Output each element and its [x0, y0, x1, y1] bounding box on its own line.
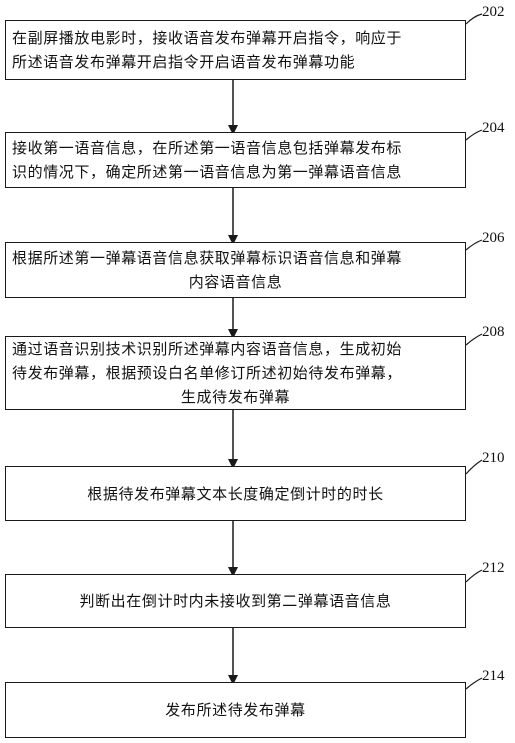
leader-212: [465, 569, 483, 583]
step-212-line-1: 判断出在倒计时内未接收到第二弹幕语音信息: [79, 592, 392, 610]
step-214-line-1: 发布所述待发布弹幕: [165, 701, 306, 719]
step-number-202: 202: [482, 4, 505, 20]
step-number-212: 212: [482, 560, 505, 576]
step-box-202: 在副屏播放电影时，接收语音发布弹幕开启指令，响应于 所述语音发布弹幕开启指令开启…: [5, 20, 466, 80]
step-text-214: 发布所述待发布弹幕: [12, 698, 459, 722]
step-204-line-1: 接收第一语音信息，在所述第一语音信息包括弹幕发布标: [12, 139, 403, 157]
step-box-206: 根据所述第一弹幕语音信息获取弹幕标识语音信息和弹幕 内容语音信息: [5, 242, 466, 298]
step-box-214: 发布所述待发布弹幕: [5, 682, 466, 738]
leader-202: [465, 13, 483, 25]
step-text-204: 接收第一语音信息，在所述第一语音信息包括弹幕发布标 识的情况下，确定所述第一语音…: [12, 136, 459, 184]
step-box-212: 判断出在倒计时内未接收到第二弹幕语音信息: [5, 574, 466, 628]
step-box-210: 根据待发布弹幕文本长度确定倒计时的时长: [5, 466, 466, 521]
step-206-line-2: 内容语音信息: [188, 273, 283, 291]
step-text-210: 根据待发布弹幕文本长度确定倒计时的时长: [12, 482, 459, 506]
leader-204: [465, 129, 483, 141]
step-208-line-2: 待发布弹幕，根据预设白名单修订所述初始待发布弹幕，: [12, 364, 403, 382]
step-text-206: 根据所述第一弹幕语音信息获取弹幕标识语音信息和弹幕 内容语音信息: [12, 246, 459, 294]
step-206-line-1: 根据所述第一弹幕语音信息获取弹幕标识语音信息和弹幕: [12, 249, 403, 267]
step-text-212: 判断出在倒计时内未接收到第二弹幕语音信息: [12, 589, 459, 613]
step-number-210: 210: [482, 450, 505, 466]
leader-214: [465, 677, 483, 690]
step-box-204: 接收第一语音信息，在所述第一语音信息包括弹幕发布标 识的情况下，确定所述第一语音…: [5, 132, 466, 188]
step-number-204: 204: [482, 120, 505, 136]
step-number-214: 214: [482, 668, 505, 684]
step-number-206: 206: [482, 230, 505, 246]
leader-210: [465, 459, 483, 475]
leader-208: [465, 333, 483, 346]
step-210-line-1: 根据待发布弹幕文本长度确定倒计时的时长: [87, 484, 384, 503]
step-box-208: 通过语音识别技术识别所述弹幕内容语音信息，生成初始 待发布弹幕，根据预设白名单修…: [5, 336, 466, 410]
step-text-208: 通过语音识别技术识别所述弹幕内容语音信息，生成初始 待发布弹幕，根据预设白名单修…: [12, 337, 459, 409]
step-202-line-1: 在副屏播放电影时，接收语音发布弹幕开启指令，响应于: [12, 29, 403, 47]
step-202-line-2: 所述语音发布弹幕开启指令开启语音发布弹幕功能: [12, 53, 356, 71]
step-number-208: 208: [482, 324, 505, 340]
leader-206: [465, 239, 483, 251]
step-208-line-1: 通过语音识别技术识别所述弹幕内容语音信息，生成初始: [12, 340, 403, 358]
step-text-202: 在副屏播放电影时，接收语音发布弹幕开启指令，响应于 所述语音发布弹幕开启指令开启…: [12, 26, 459, 74]
step-204-line-2: 识的情况下，确定所述第一语音信息为第一弹幕语音信息: [12, 163, 403, 181]
step-208-line-3: 生成待发布弹幕: [180, 388, 291, 406]
